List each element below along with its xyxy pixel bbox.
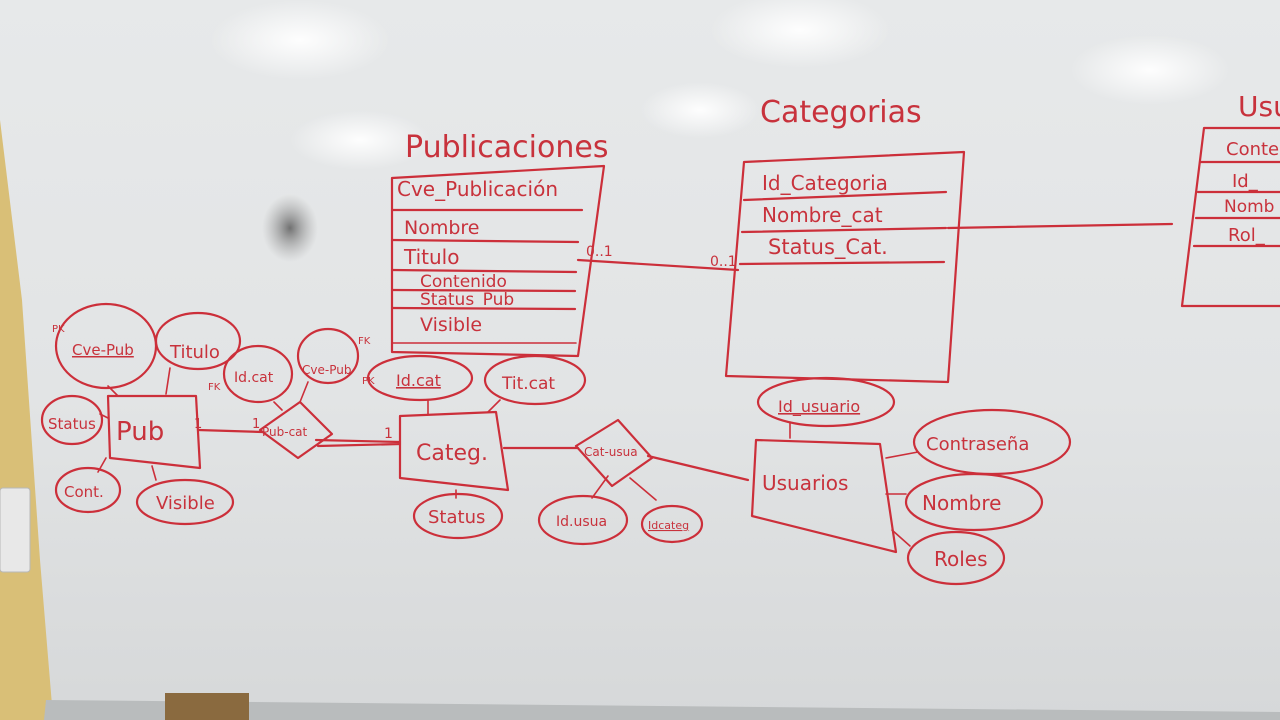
attribute-label: Cve-Pub (72, 341, 134, 359)
key-mark: PK (52, 324, 65, 335)
table-field: Visible (420, 314, 482, 336)
attribute-label: Status (428, 507, 485, 528)
table-title-usuarios: Usu (1238, 90, 1280, 123)
table-field: Conte (1226, 139, 1279, 160)
attribute-id-cat (366, 354, 474, 402)
relation-label: Pub-cat (262, 425, 308, 439)
table-field: Rol_ (1228, 225, 1266, 246)
table-title-categorias: Categorias (760, 95, 922, 130)
relation-cat-usua (574, 418, 654, 488)
cardinality-label: 1 (194, 417, 202, 432)
entity-categ (398, 410, 510, 492)
key-mark: FK (208, 382, 221, 393)
entity-label: Usuarios (762, 471, 848, 495)
entity-label: Categ. (416, 441, 488, 466)
attribute-roles (906, 530, 1006, 586)
table-field: Cve_Publicación (397, 177, 558, 201)
attribute-label: Nombre (922, 491, 1001, 515)
glare (290, 110, 430, 170)
glare (640, 82, 760, 138)
table-field: Nombre (404, 217, 480, 239)
attribute-id-cat-rel (222, 344, 294, 404)
entity-label: Pub (116, 417, 164, 447)
table-usuarios-partial: Usu Conte Id_ Nomb Rol_ (1180, 90, 1280, 308)
cardinality-label: 1 (384, 426, 393, 442)
attribute-status-cat (412, 492, 504, 540)
table-field: Nomb (1224, 197, 1274, 217)
table-field: Id_Categoria (762, 171, 888, 195)
eraser (165, 693, 249, 720)
attribute-status (40, 394, 104, 446)
table-field: Titulo (403, 245, 459, 269)
wall-switch (0, 487, 31, 573)
table-field: Status_Cat. (768, 235, 888, 260)
relation-line-cat-usu (946, 222, 1174, 230)
attribute-titulo (154, 311, 242, 371)
attribute-label: Contraseña (926, 434, 1029, 455)
cardinality-label: 0..1 (586, 244, 613, 260)
table-title-publicaciones: Publicaciones (405, 130, 608, 165)
table-field: Status_Pub (420, 290, 514, 310)
glare (710, 0, 890, 68)
table-field: Nombre_cat (762, 203, 883, 227)
entity-pub (106, 394, 202, 470)
table-categorias: Categorias Id_Categoria Nombre_cat Statu… (724, 95, 966, 384)
attribute-label: Roles (934, 547, 988, 571)
attribute-label: Id.usua (556, 514, 607, 530)
key-mark: PK (362, 376, 375, 387)
attribute-label: Titulo (169, 342, 220, 363)
attribute-label: Idcateg (648, 519, 689, 532)
marker-smudge (262, 194, 318, 262)
attribute-id-categ-rel (640, 504, 704, 544)
table-publicaciones: Publicaciones Cve_Publicación Nombre Tit… (390, 130, 608, 358)
attribute-label: Tit.cat (501, 374, 555, 394)
attribute-label: Id.cat (396, 371, 441, 390)
attribute-id-usuario (756, 376, 896, 428)
attribute-cont (54, 466, 122, 514)
glare (210, 0, 390, 80)
attribute-nombre (904, 472, 1044, 532)
cardinality-label: 1 (252, 417, 260, 432)
glare (1070, 35, 1230, 105)
attribute-label: Status (48, 415, 96, 433)
attribute-label: Visible (156, 493, 215, 514)
attribute-label: Id.cat (234, 370, 274, 386)
relation-label: Cat-usua (584, 445, 638, 459)
attribute-label: Cve-Pub (302, 363, 351, 377)
attribute-titcat (483, 354, 587, 406)
attribute-visible (135, 478, 235, 526)
attribute-cve-pub-rel (296, 327, 360, 385)
attribute-label: Cont. (64, 483, 104, 501)
entity-usuarios (750, 438, 898, 554)
marker-tray (44, 700, 1280, 720)
er-diagram: Pub Categ. Usuarios Pub-cat Cat-usua Cve… (40, 302, 1072, 586)
table-field: Contenido (420, 272, 507, 292)
relation-line-pub-cat (576, 258, 740, 272)
cardinality-label: 0..1 (710, 254, 737, 270)
attribute-id-usua-rel (537, 494, 629, 546)
attribute-label: Id_usuario (778, 397, 860, 417)
key-mark: FK (358, 336, 371, 347)
relation-pub-cat (258, 400, 334, 460)
table-field: Id_ (1232, 171, 1259, 192)
